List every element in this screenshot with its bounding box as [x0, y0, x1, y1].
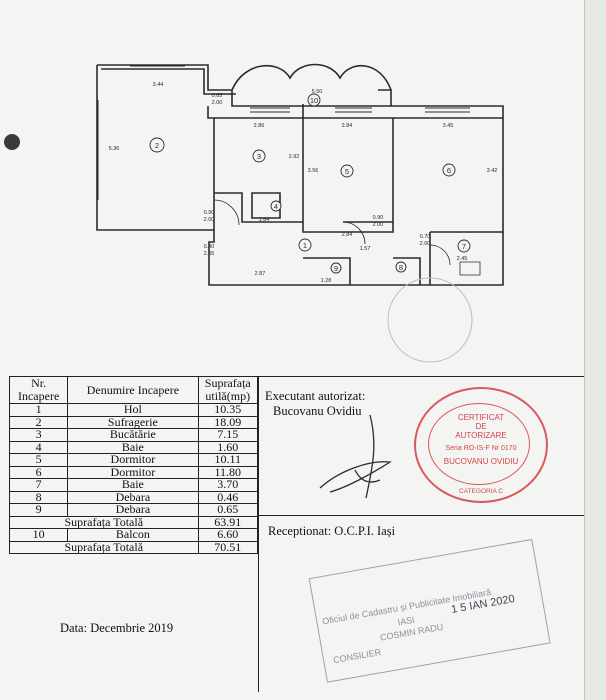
dim-label: 2.86 — [254, 123, 265, 129]
header-name: Denumire Incapere — [67, 376, 199, 404]
authorization-stamp: CERTIFICAT DE AUTORIZARE Seria RO-IS-F N… — [414, 387, 548, 503]
room-marker-9 — [330, 262, 342, 274]
dim-label: 3.44 — [153, 82, 164, 88]
room-number-7: 7 — [462, 242, 466, 251]
subtotal-row: Suprafața Totală 63.91 — [9, 515, 259, 529]
header-nr: Nr. Incapere — [8, 376, 69, 404]
room-marker-6 — [442, 163, 456, 177]
handwritten-signature — [319, 414, 392, 499]
dim-label: 2.84 — [342, 232, 353, 238]
floor-plan: 1 2 3 4 5 6 7 8 9 10 3.44 5.50 2.86 2.84… — [96, 63, 504, 363]
dim-label: 2.00 — [420, 241, 431, 247]
stamp-text: CATEGORIA C — [459, 488, 503, 495]
dim-label: 3.56 — [308, 168, 319, 174]
dim-label: 2.92 — [289, 154, 300, 160]
stamp-text: DE — [475, 422, 487, 431]
dim-label: 0.85 — [212, 93, 223, 99]
table-header-row: Nr. Incapere Denumire Incapere Suprafața… — [8, 376, 259, 404]
room-marker-10 — [307, 93, 321, 107]
room-number-2: 2 — [155, 141, 159, 150]
dim-label: 5.36 — [109, 146, 120, 152]
room-marker-2 — [149, 137, 165, 153]
room-marker-7 — [457, 239, 471, 253]
total-row: Suprafața Totală 70.51 — [9, 540, 259, 554]
stamp-text: CERTIFICAT — [457, 413, 505, 422]
room-number-1: 1 — [303, 241, 307, 250]
room-marker-3 — [252, 149, 266, 163]
stamp-text: BUCOVANU OVIDIU — [443, 457, 519, 466]
stamp-text: AUTORIZARE — [455, 431, 507, 440]
stamp-text: Seria RO-IS-F Nr 0170 — [445, 445, 517, 452]
room-marker-5 — [340, 164, 354, 178]
room-number-3: 3 — [257, 152, 261, 161]
total-label: Suprafața Totală — [9, 540, 199, 554]
dim-label: 2.84 — [342, 123, 353, 129]
dim-label: 1.64 — [259, 217, 270, 223]
subtotal-label: Suprafața Totală — [9, 515, 199, 529]
dim-label: 1.57 — [360, 246, 371, 252]
dim-label: 2.05 — [204, 251, 215, 257]
room-number-8: 8 — [399, 263, 403, 272]
dim-label: 0.90 — [204, 210, 215, 216]
section-divider — [258, 515, 584, 516]
dim-label: 2.00 — [373, 222, 384, 228]
dim-label: 2.00 — [212, 100, 223, 106]
executant-title: Executant autorizat: — [265, 389, 366, 403]
stamp-inner-ring — [428, 403, 530, 485]
room-number-4: 4 — [274, 202, 278, 211]
dim-label: 0.90 — [204, 244, 215, 250]
section-divider — [9, 376, 584, 377]
header-area: Suprafața utilă(mp) — [197, 376, 259, 404]
total-value: 70.51 — [197, 540, 259, 554]
underlying-sheet-edge — [584, 0, 606, 700]
receptionat-label: Receptionat: O.C.P.I. Iași — [268, 524, 396, 538]
rooms-table: Nr. Incapere Denumire Incapere Suprafața… — [8, 376, 259, 554]
room-marker-4 — [270, 200, 282, 212]
document-date: Data: Decembrie 2019 — [60, 621, 174, 635]
room-number-9: 9 — [334, 264, 338, 273]
dim-label: 2.87 — [255, 271, 266, 277]
dim-label: 2.45 — [457, 256, 468, 262]
faint-stamp-mark — [387, 277, 473, 363]
cell-nr: 10 — [8, 528, 69, 542]
dim-label: 2.00 — [204, 217, 215, 223]
balcony-row: 10 Balcon 6.60 — [8, 528, 259, 542]
signature-block — [258, 376, 585, 692]
room-number-6: 6 — [447, 166, 451, 175]
cell-nr: 9 — [8, 503, 69, 517]
dim-label: 1.28 — [321, 278, 332, 284]
room-marker-8 — [395, 261, 407, 273]
dim-label: 0.90 — [373, 215, 384, 221]
room-number-10: 10 — [310, 96, 318, 105]
punch-hole — [4, 134, 20, 150]
dim-label: 3.45 — [443, 123, 454, 129]
dim-label: 0.70 — [420, 234, 431, 240]
room-marker-1 — [298, 238, 312, 252]
room-number-5: 5 — [345, 167, 349, 176]
executant-name: Bucovanu Ovidiu — [273, 404, 362, 418]
dim-label: 5.50 — [312, 89, 323, 95]
dim-label: 3.42 — [487, 168, 498, 174]
